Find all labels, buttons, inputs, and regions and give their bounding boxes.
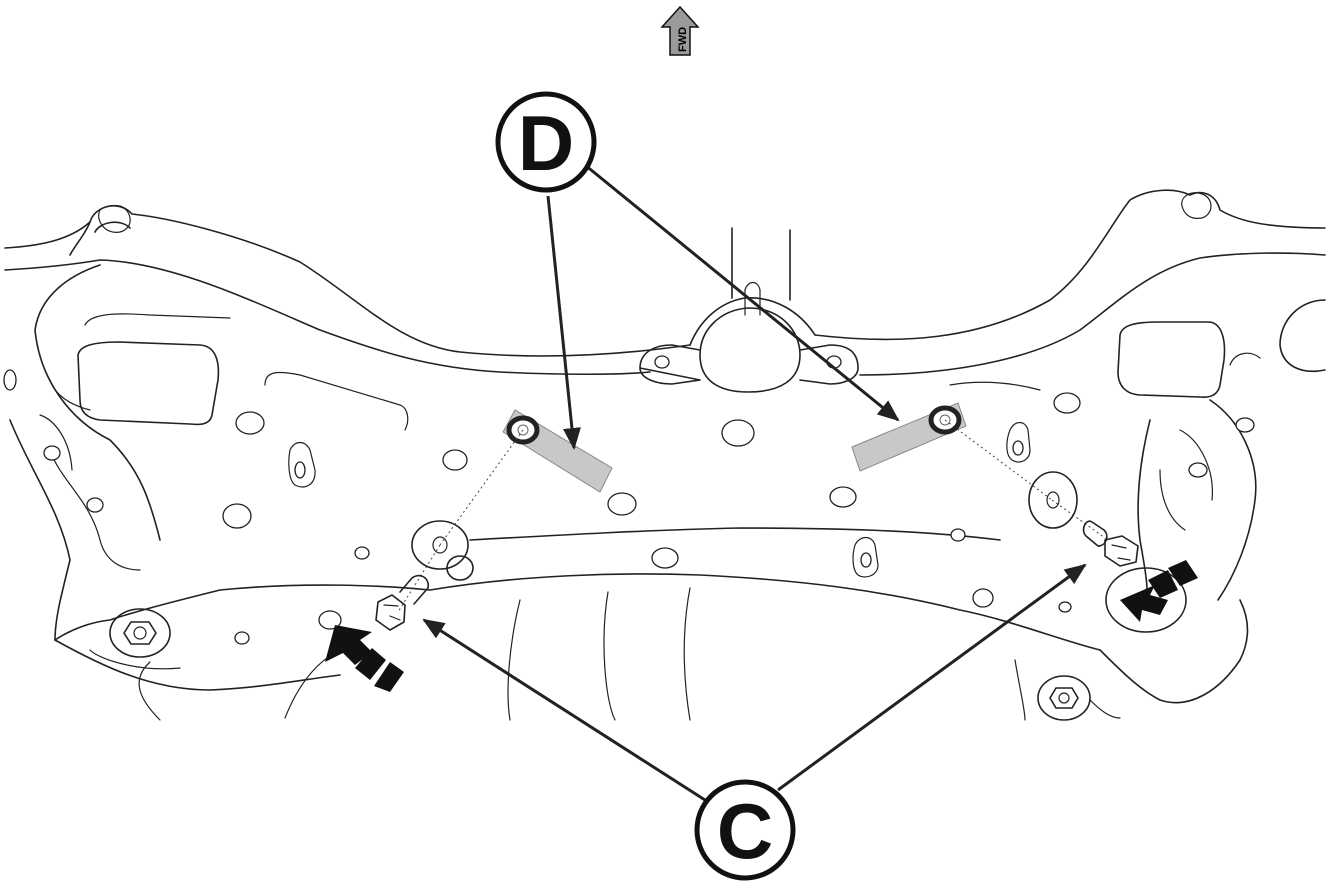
subframe-outline — [4, 189, 1326, 721]
left-washer — [411, 520, 469, 570]
callout-d-label: D — [518, 99, 574, 187]
subframe-holes — [3, 355, 1255, 645]
callout-d-leaders — [546, 163, 900, 450]
right-washer — [1028, 471, 1078, 529]
forward-arrow-icon — [660, 5, 700, 56]
fwd-label: FWD — [677, 27, 689, 52]
callout-c-leaders — [422, 563, 1087, 802]
frame-bolts — [109, 555, 1187, 721]
callout-c-label: C — [717, 787, 773, 875]
right-direction-arrow — [1120, 560, 1198, 622]
callout-d: D — [495, 91, 597, 193]
left-bolt — [399, 574, 430, 605]
right-tape-assembly — [851, 402, 1139, 567]
left-direction-arrow — [325, 625, 404, 692]
left-tape-assembly — [375, 409, 613, 631]
right-bolt — [1082, 520, 1108, 547]
arrow-icon — [1120, 585, 1168, 622]
callout-c: C — [694, 779, 796, 881]
fwd-indicator: FWD — [660, 5, 700, 56]
arrow-icon — [325, 625, 372, 665]
